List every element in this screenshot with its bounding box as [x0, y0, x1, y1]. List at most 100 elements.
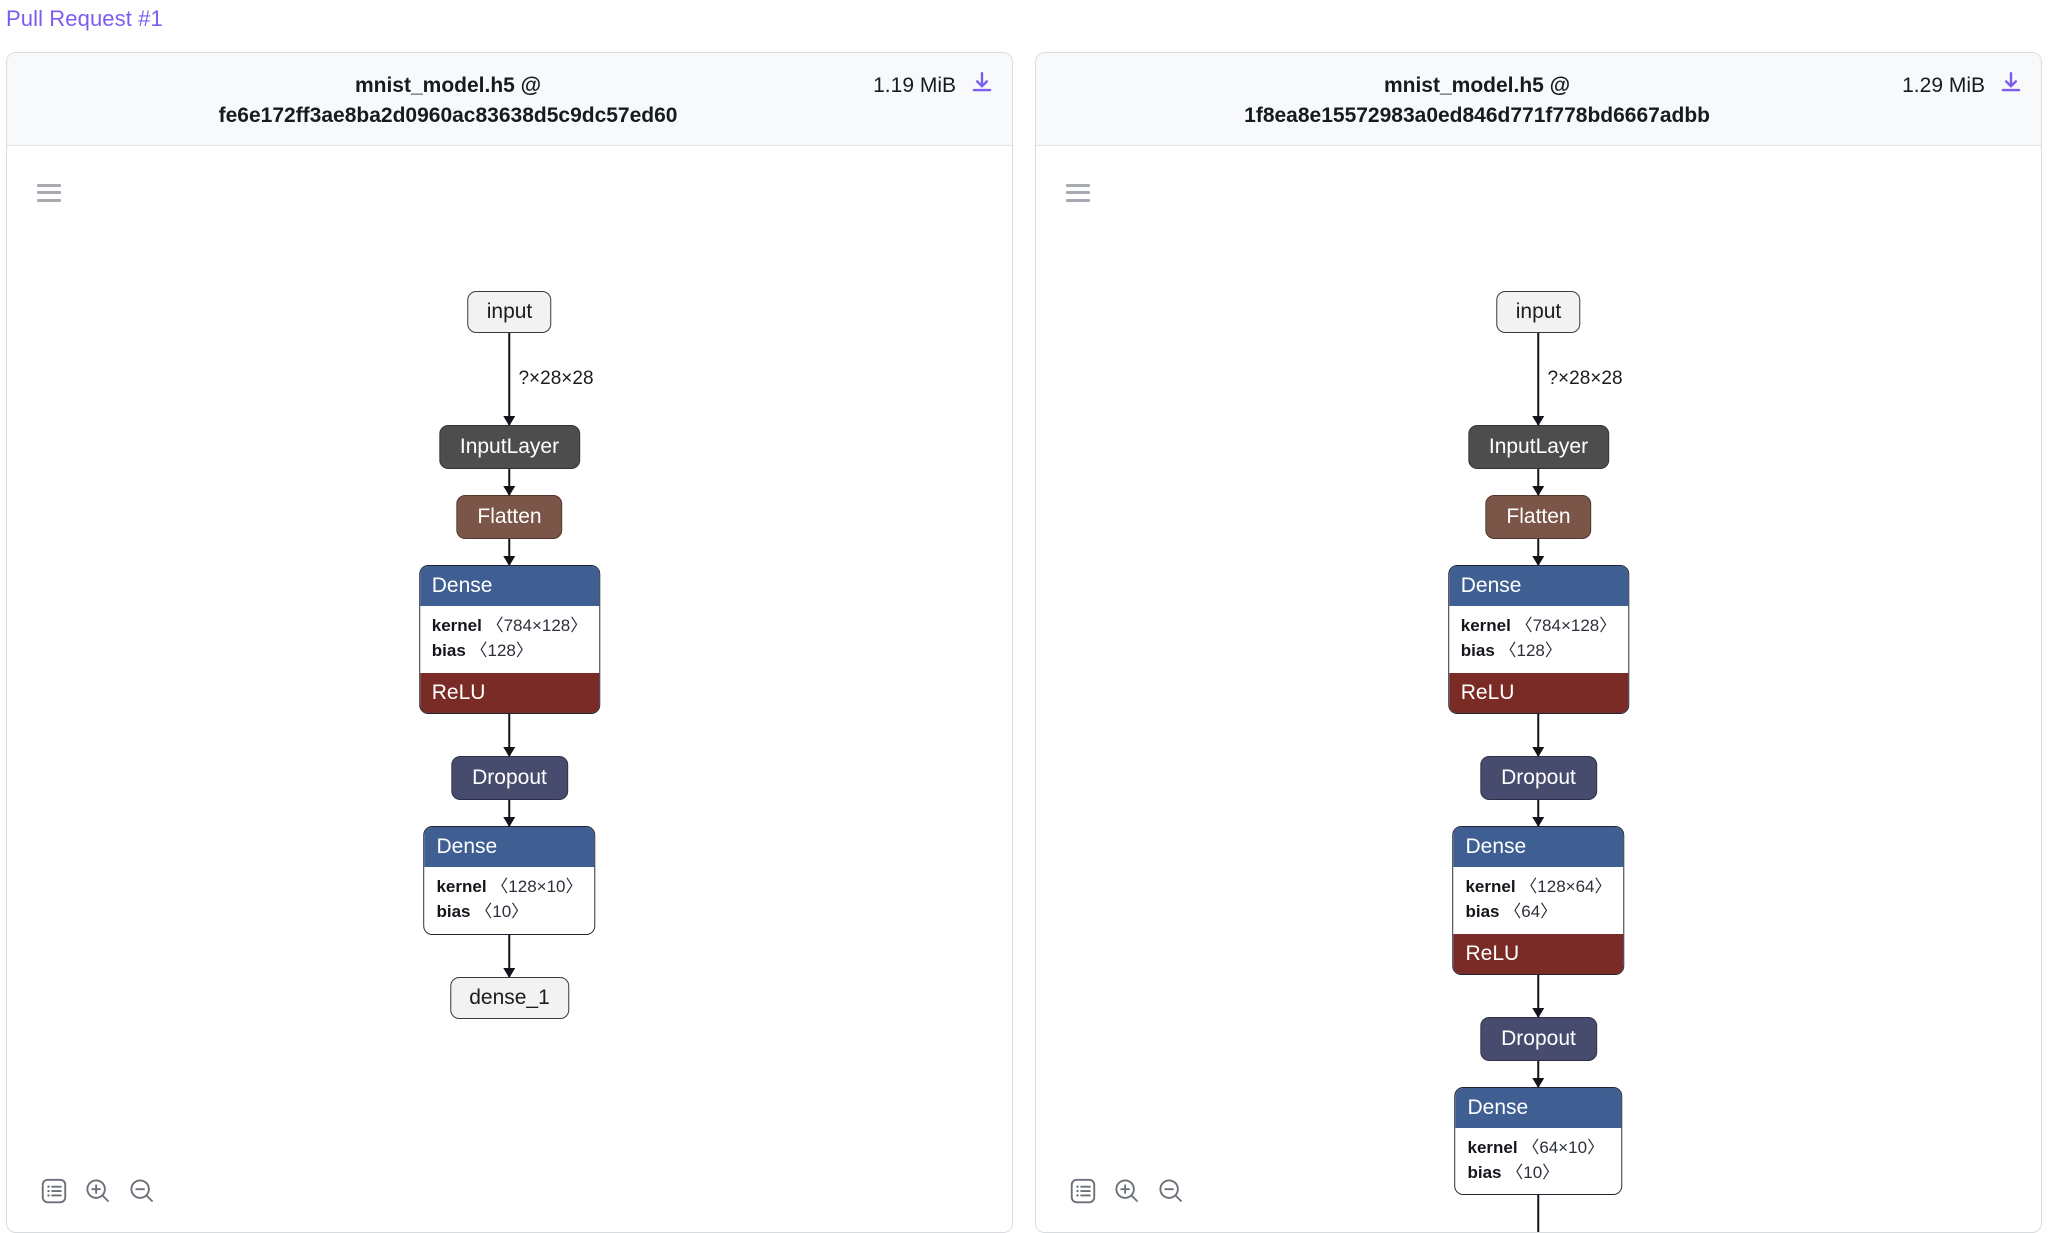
dense-header: Dense: [1453, 827, 1624, 868]
bias-label: bias: [436, 901, 471, 921]
download-icon: [969, 70, 995, 101]
panel-container: mnist_model.h5 @ fe6e172ff3ae8ba2d0960ac8…: [0, 52, 2048, 1233]
activation-relu: ReLU: [1448, 672, 1629, 713]
breadcrumb-pull-request[interactable]: Pull Request #1: [6, 6, 163, 31]
download-button[interactable]: [1997, 71, 2025, 99]
graph-edge: [1537, 800, 1540, 827]
zoom-out-icon: [1156, 1176, 1186, 1211]
model-panel: mnist_model.h5 @ 1f8ea8e15572983a0ed846d7…: [1035, 52, 2042, 1233]
dense-header: Dense: [424, 827, 595, 868]
graph-edge: [1537, 539, 1540, 566]
graph-edge: [508, 539, 511, 566]
dense-params: kernel 〈784×128〉 bias 〈128〉: [1448, 606, 1629, 673]
zoom-in-button[interactable]: [81, 1176, 115, 1210]
zoom-in-button[interactable]: [1110, 1176, 1144, 1210]
zoom-out-button[interactable]: [1154, 1176, 1188, 1210]
dense-header: Dense: [1448, 566, 1629, 607]
bias-label: bias: [1465, 901, 1500, 921]
file-size: 1.29 MiB: [1902, 74, 1985, 97]
graph-edge: ?×28×28: [1537, 332, 1623, 425]
graph-node-inputlayer[interactable]: InputLayer: [1467, 424, 1610, 469]
bias-dims: 〈10〉: [1506, 1162, 1560, 1182]
graph-node-dropout[interactable]: Dropout: [1480, 1016, 1597, 1061]
zoom-out-icon: [127, 1176, 157, 1211]
graph-edge: [508, 934, 511, 977]
kernel-label: kernel: [1467, 1138, 1518, 1158]
panel-header-right: 1.29 MiB: [1902, 67, 2025, 101]
zoom-out-button[interactable]: [125, 1176, 159, 1210]
dense-header: Dense: [419, 566, 600, 607]
dense-params: kernel 〈128×10〉 bias 〈10〉: [424, 867, 595, 934]
graph-node-inputlayer[interactable]: InputLayer: [438, 424, 581, 469]
graph-edge: ?×28×28: [508, 332, 594, 425]
graph-edge: [1537, 1060, 1540, 1087]
zoom-in-icon: [1112, 1176, 1142, 1211]
graph-edge: [1537, 974, 1540, 1017]
kernel-dims: 〈128×10〉: [491, 877, 583, 897]
graph-edge: [508, 713, 511, 756]
edge-label-shape: ?×28×28: [1547, 367, 1623, 389]
kernel-dims: 〈128×64〉: [1520, 877, 1612, 897]
graph-edge: [508, 800, 511, 827]
panel-header: mnist_model.h5 @ fe6e172ff3ae8ba2d0960ac8…: [7, 53, 1012, 146]
kernel-dims: 〈784×128〉: [1515, 616, 1617, 636]
kernel-label: kernel: [1460, 616, 1511, 636]
commit-hash: 1f8ea8e15572983a0ed846d771f778bd6667adbb: [1244, 103, 1710, 127]
graph-node-dropout[interactable]: Dropout: [1480, 755, 1597, 801]
hamburger-menu-icon[interactable]: [1066, 183, 1090, 202]
graph-node-dense[interactable]: Dense kernel 〈64×10〉 bias 〈10〉: [1454, 1086, 1623, 1196]
graph-node-input[interactable]: input: [467, 290, 552, 333]
bias-label: bias: [431, 641, 466, 661]
kernel-label: kernel: [436, 877, 487, 897]
graph-edge: [1537, 1195, 1540, 1232]
bias-label: bias: [1460, 641, 1495, 661]
bias-dims: 〈10〉: [475, 901, 529, 921]
properties-button[interactable]: [37, 1176, 71, 1210]
graph-edge: [1537, 713, 1540, 756]
kernel-dims: 〈64×10〉: [1522, 1138, 1605, 1158]
graph-node-dropout[interactable]: Dropout: [451, 755, 568, 801]
graph-node-flatten[interactable]: Flatten: [1485, 495, 1592, 540]
file-size: 1.19 MiB: [873, 74, 956, 97]
dense-header: Dense: [1455, 1087, 1622, 1129]
graph-node-dense[interactable]: Dense kernel 〈128×10〉 bias 〈10〉: [423, 826, 596, 935]
panel-title: mnist_model.h5 @ fe6e172ff3ae8ba2d0960ac8…: [23, 67, 873, 131]
graph-toolbar: [37, 1176, 159, 1210]
graph-node-dense[interactable]: Dense kernel 〈784×128〉 bias 〈128〉 ReLU: [1447, 565, 1630, 714]
properties-list-icon: [39, 1176, 69, 1211]
graph-toolbar: [1066, 1176, 1188, 1210]
graph-node-output[interactable]: dense_1: [450, 976, 569, 1019]
hamburger-menu-icon[interactable]: [37, 183, 61, 202]
activation-relu: ReLU: [1453, 933, 1624, 974]
bias-label: bias: [1467, 1162, 1502, 1182]
graph-edge: [508, 469, 511, 495]
bias-dims: 〈128〉: [470, 641, 533, 661]
graph-node-input[interactable]: input: [1496, 290, 1581, 333]
graph-node-flatten[interactable]: Flatten: [456, 495, 563, 540]
kernel-dims: 〈784×128〉: [486, 616, 588, 636]
commit-hash: fe6e172ff3ae8ba2d0960ac83638d5c9dc57ed60: [218, 103, 678, 127]
download-button[interactable]: [968, 71, 996, 99]
dense-params: kernel 〈784×128〉 bias 〈128〉: [419, 606, 600, 673]
panel-title: mnist_model.h5 @ 1f8ea8e15572983a0ed846d7…: [1052, 67, 1902, 131]
download-icon: [1998, 70, 2024, 101]
properties-list-icon: [1068, 1176, 1098, 1211]
kernel-label: kernel: [1465, 877, 1516, 897]
file-name: mnist_model.h5 @: [1383, 74, 1571, 97]
edge-label-shape: ?×28×28: [518, 367, 594, 389]
properties-button[interactable]: [1066, 1176, 1100, 1210]
zoom-in-icon: [83, 1176, 113, 1211]
panel-header-right: 1.19 MiB: [873, 67, 996, 101]
bias-dims: 〈128〉: [1499, 641, 1562, 661]
graph-edge: [1537, 469, 1540, 495]
kernel-label: kernel: [431, 616, 482, 636]
model-panel: mnist_model.h5 @ fe6e172ff3ae8ba2d0960ac8…: [6, 52, 1013, 1233]
file-name: mnist_model.h5 @: [354, 74, 542, 97]
